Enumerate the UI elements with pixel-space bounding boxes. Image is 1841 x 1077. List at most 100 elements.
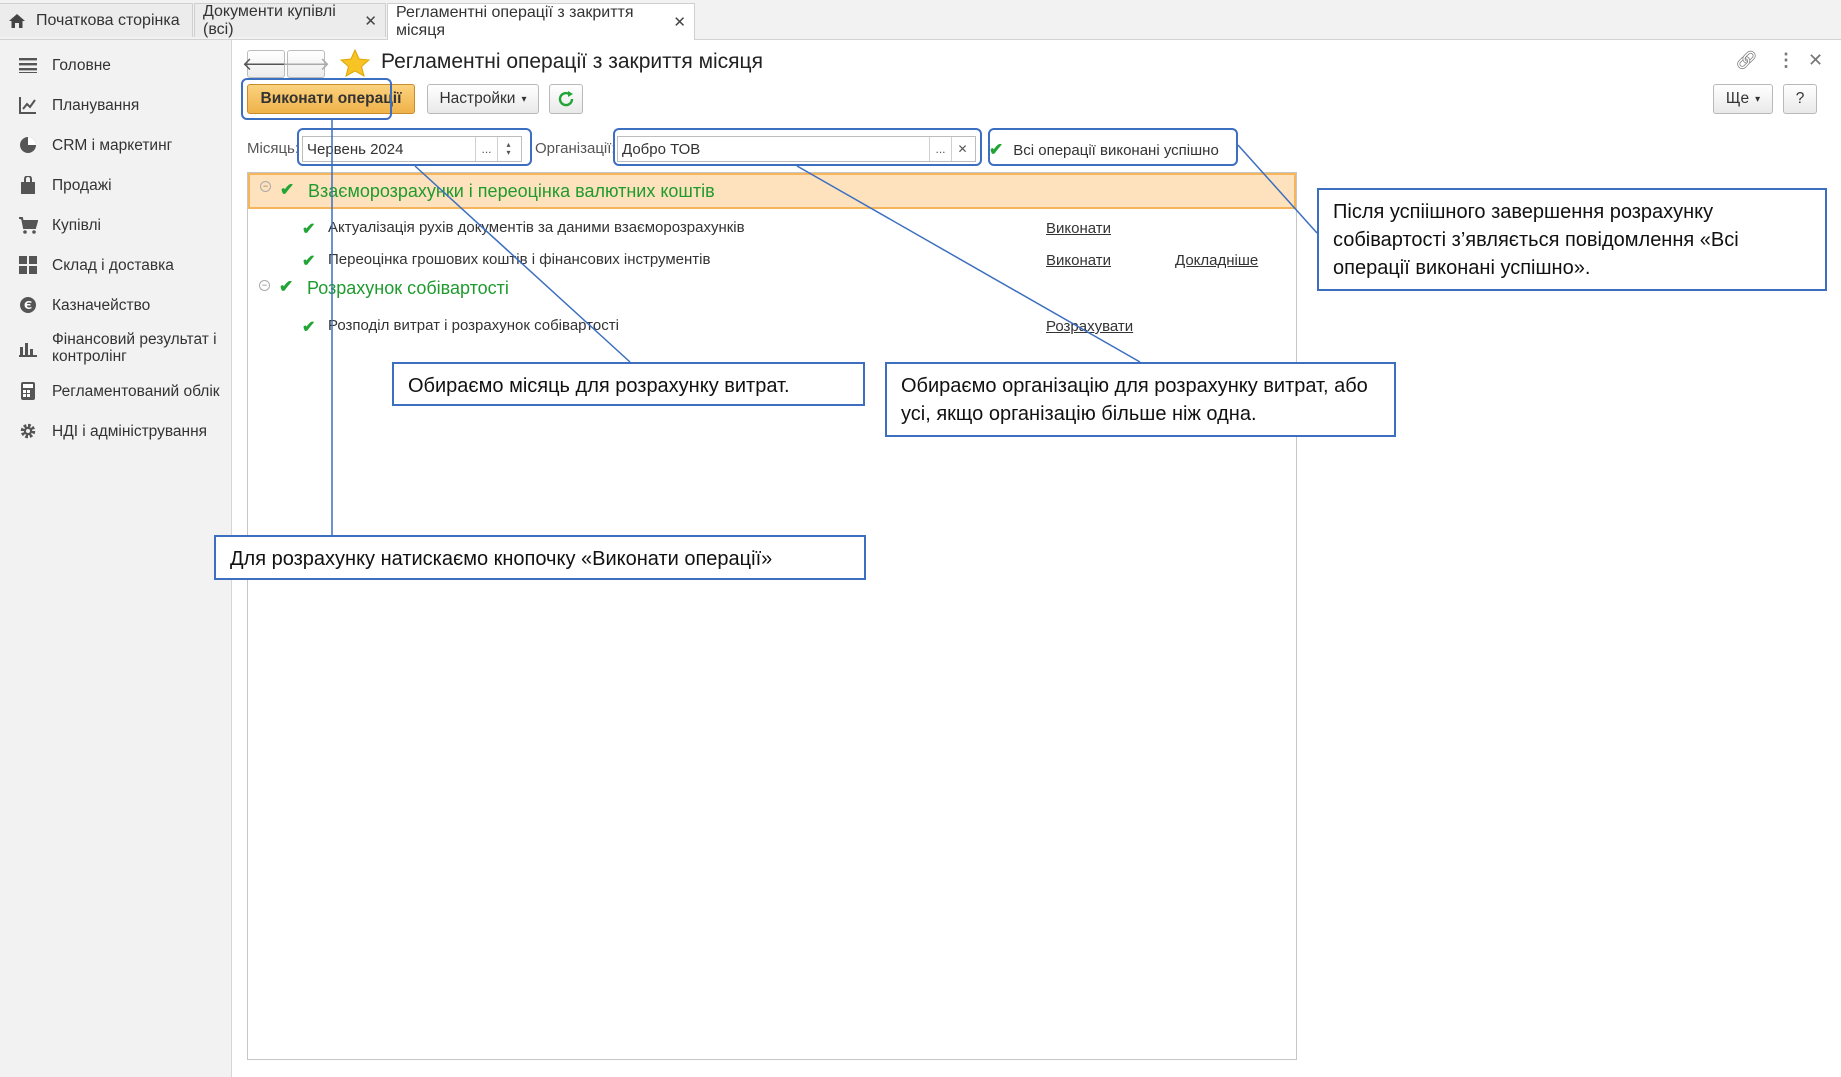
chevron-down-icon: ▾ — [521, 93, 527, 105]
run-operations-button[interactable]: Виконати операції — [247, 84, 415, 114]
bar-chart-icon — [18, 338, 38, 358]
more-label: Ще — [1725, 90, 1750, 107]
star-icon[interactable] — [340, 49, 370, 77]
sidebar-item-regulated-accounting[interactable]: Регламентований облік — [0, 374, 232, 408]
sidebar-item-label: НДІ і адміністрування — [52, 422, 208, 440]
sidebar-item-crm[interactable]: CRM і маркетинг — [0, 128, 232, 162]
forward-button[interactable]: 🡒 — [282, 50, 330, 78]
sidebar-item-label: Головне — [52, 56, 111, 74]
select-button[interactable]: ... — [929, 137, 951, 161]
cart-icon — [18, 215, 38, 235]
organization-value: Добро ТОВ — [622, 141, 701, 158]
sidebar-item-label: Казначейство — [52, 296, 151, 314]
menu-icon — [18, 55, 38, 75]
chart-line-icon — [18, 95, 38, 115]
home-icon — [9, 13, 25, 28]
tab-label: Початкова сторінка — [36, 11, 180, 29]
group-row[interactable]: − ✔ Взаєморозрахунки і переоцінка валютн… — [248, 173, 1296, 209]
bag-icon — [18, 175, 38, 195]
month-value: Червень 2024 — [307, 141, 404, 158]
highlight-status-message — [988, 128, 1238, 166]
organization-field[interactable]: Добро ТОВ ... ✕ — [617, 136, 976, 162]
collapse-icon[interactable]: − — [260, 181, 271, 192]
more-vertical-icon[interactable]: ⋮ — [1777, 50, 1795, 70]
check-icon: ✔ — [280, 180, 295, 199]
operation-name: Переоцінка грошових коштів і фінансових … — [328, 251, 711, 268]
operation-name: Розподіл витрат і розрахунок собівартост… — [328, 317, 619, 334]
close-icon[interactable]: ✕ — [364, 12, 377, 30]
tab-label: Документи купівлі (всі) — [203, 2, 336, 38]
close-icon[interactable]: ✕ — [1808, 50, 1824, 70]
calculate-link[interactable]: Розрахувати — [1046, 318, 1134, 335]
sidebar-item-label: Планування — [52, 96, 140, 114]
sidebar-item-admin[interactable]: НДІ і адміністрування — [0, 414, 232, 448]
refresh-button[interactable] — [549, 84, 583, 114]
sidebar: Головне Планування CRM і маркетинг Прода… — [0, 40, 232, 1077]
sidebar-item-purchases[interactable]: Купівлі — [0, 208, 232, 242]
group-row[interactable]: − ✔ Розрахунок собівартості — [248, 269, 1296, 303]
highlight-month-field — [297, 128, 532, 166]
more-dropdown[interactable]: Ще ▾ — [1713, 84, 1773, 114]
status-text: Всі операції виконані успішно — [1013, 141, 1219, 159]
settings-dropdown[interactable]: Настройки ▾ — [427, 84, 539, 114]
highlight-run-button — [241, 78, 392, 120]
sidebar-item-label: Продажі — [52, 176, 112, 194]
run-link[interactable]: Виконати — [1046, 252, 1112, 269]
link-icon[interactable]: 🔗︎ — [1735, 50, 1758, 70]
sidebar-item-sales[interactable]: Продажі — [0, 168, 232, 202]
tab-bar: Початкова сторінка Документи купівлі (вс… — [0, 0, 1841, 40]
coin-icon: Є — [18, 295, 38, 315]
sidebar-item-warehouse[interactable]: Склад і доставка — [0, 248, 232, 282]
tab-home[interactable]: Початкова сторінка — [0, 3, 193, 37]
run-link[interactable]: Виконати — [1046, 220, 1112, 237]
settings-label: Настройки — [439, 90, 516, 107]
highlight-organization-field — [613, 128, 982, 166]
check-icon: ✔ — [302, 319, 316, 336]
grid-icon — [18, 255, 38, 275]
sidebar-item-label: CRM і маркетинг — [52, 136, 173, 154]
check-icon: ✔ — [279, 277, 294, 296]
month-label: Місяць: — [247, 140, 300, 157]
group-title: Взаєморозрахунки і переоцінка валютних к… — [308, 181, 715, 201]
help-button[interactable]: ? — [1783, 84, 1817, 114]
tab-label: Регламентні операції з закриття місяця — [396, 4, 634, 39]
sidebar-item-label: Купівлі — [52, 216, 101, 234]
tab-purchase-docs[interactable]: Документи купівлі (всі) ✕ — [194, 2, 386, 38]
details-link[interactable]: Докладніше — [1175, 252, 1259, 269]
gear-icon — [18, 421, 38, 441]
operation-name: Актуалізація рухів документів за даними … — [328, 219, 745, 236]
chevron-down-icon: ▾ — [1755, 93, 1761, 105]
sidebar-item-main[interactable]: Головне — [0, 48, 232, 82]
callout-month-note: Обираємо місяць для розрахунку витрат. — [392, 362, 865, 406]
sidebar-item-treasury[interactable]: Є Казначейство — [0, 288, 232, 322]
select-button[interactable]: ... — [475, 137, 497, 161]
group-title: Розрахунок собівартості — [307, 278, 509, 298]
pie-chart-icon — [18, 135, 38, 155]
sidebar-item-planning[interactable]: Планування — [0, 88, 232, 122]
sidebar-item-label: Регламентований облік — [52, 382, 220, 400]
collapse-icon[interactable]: − — [259, 280, 270, 291]
arrow-right-icon: 🡒 — [281, 53, 331, 74]
check-icon: ✔ — [989, 140, 1004, 159]
arrow-left-icon: 🡐 — [241, 53, 291, 74]
sidebar-item-financial-result[interactable]: Фінансовий результат і контролінг — [0, 324, 232, 372]
operations-tree: − ✔ Взаєморозрахунки і переоцінка валютн… — [247, 172, 1297, 1060]
tab-month-closing[interactable]: Регламентні операції з закриття місяця ✕ — [387, 3, 695, 40]
page-title: Регламентні операції з закриття місяця — [381, 50, 763, 73]
check-icon: ✔ — [302, 221, 316, 238]
clear-icon[interactable]: ✕ — [951, 137, 973, 161]
callout-success-note: Після успіішного завершення розрахунку с… — [1317, 188, 1827, 291]
callout-organization-note: Обираємо організацію для розрахунку витр… — [885, 362, 1396, 437]
callout-run-note: Для розрахунку натискаємо кнопочку «Вико… — [214, 535, 866, 580]
calculator-icon — [18, 381, 38, 401]
month-field[interactable]: Червень 2024 ... ▴▾ — [302, 136, 522, 162]
spin-stepper[interactable]: ▴▾ — [497, 137, 519, 161]
back-button[interactable]: 🡐 — [242, 50, 290, 78]
sidebar-item-label: Склад і доставка — [52, 256, 174, 274]
status-message: ✔ Всі операції виконані успішно — [989, 140, 1219, 160]
sidebar-item-label: Фінансовий результат і контролінг — [52, 331, 217, 365]
refresh-icon — [558, 91, 574, 107]
svg-text:Є: Є — [24, 299, 32, 312]
organization-label: Організації: — [535, 140, 616, 157]
close-icon[interactable]: ✕ — [673, 14, 686, 31]
